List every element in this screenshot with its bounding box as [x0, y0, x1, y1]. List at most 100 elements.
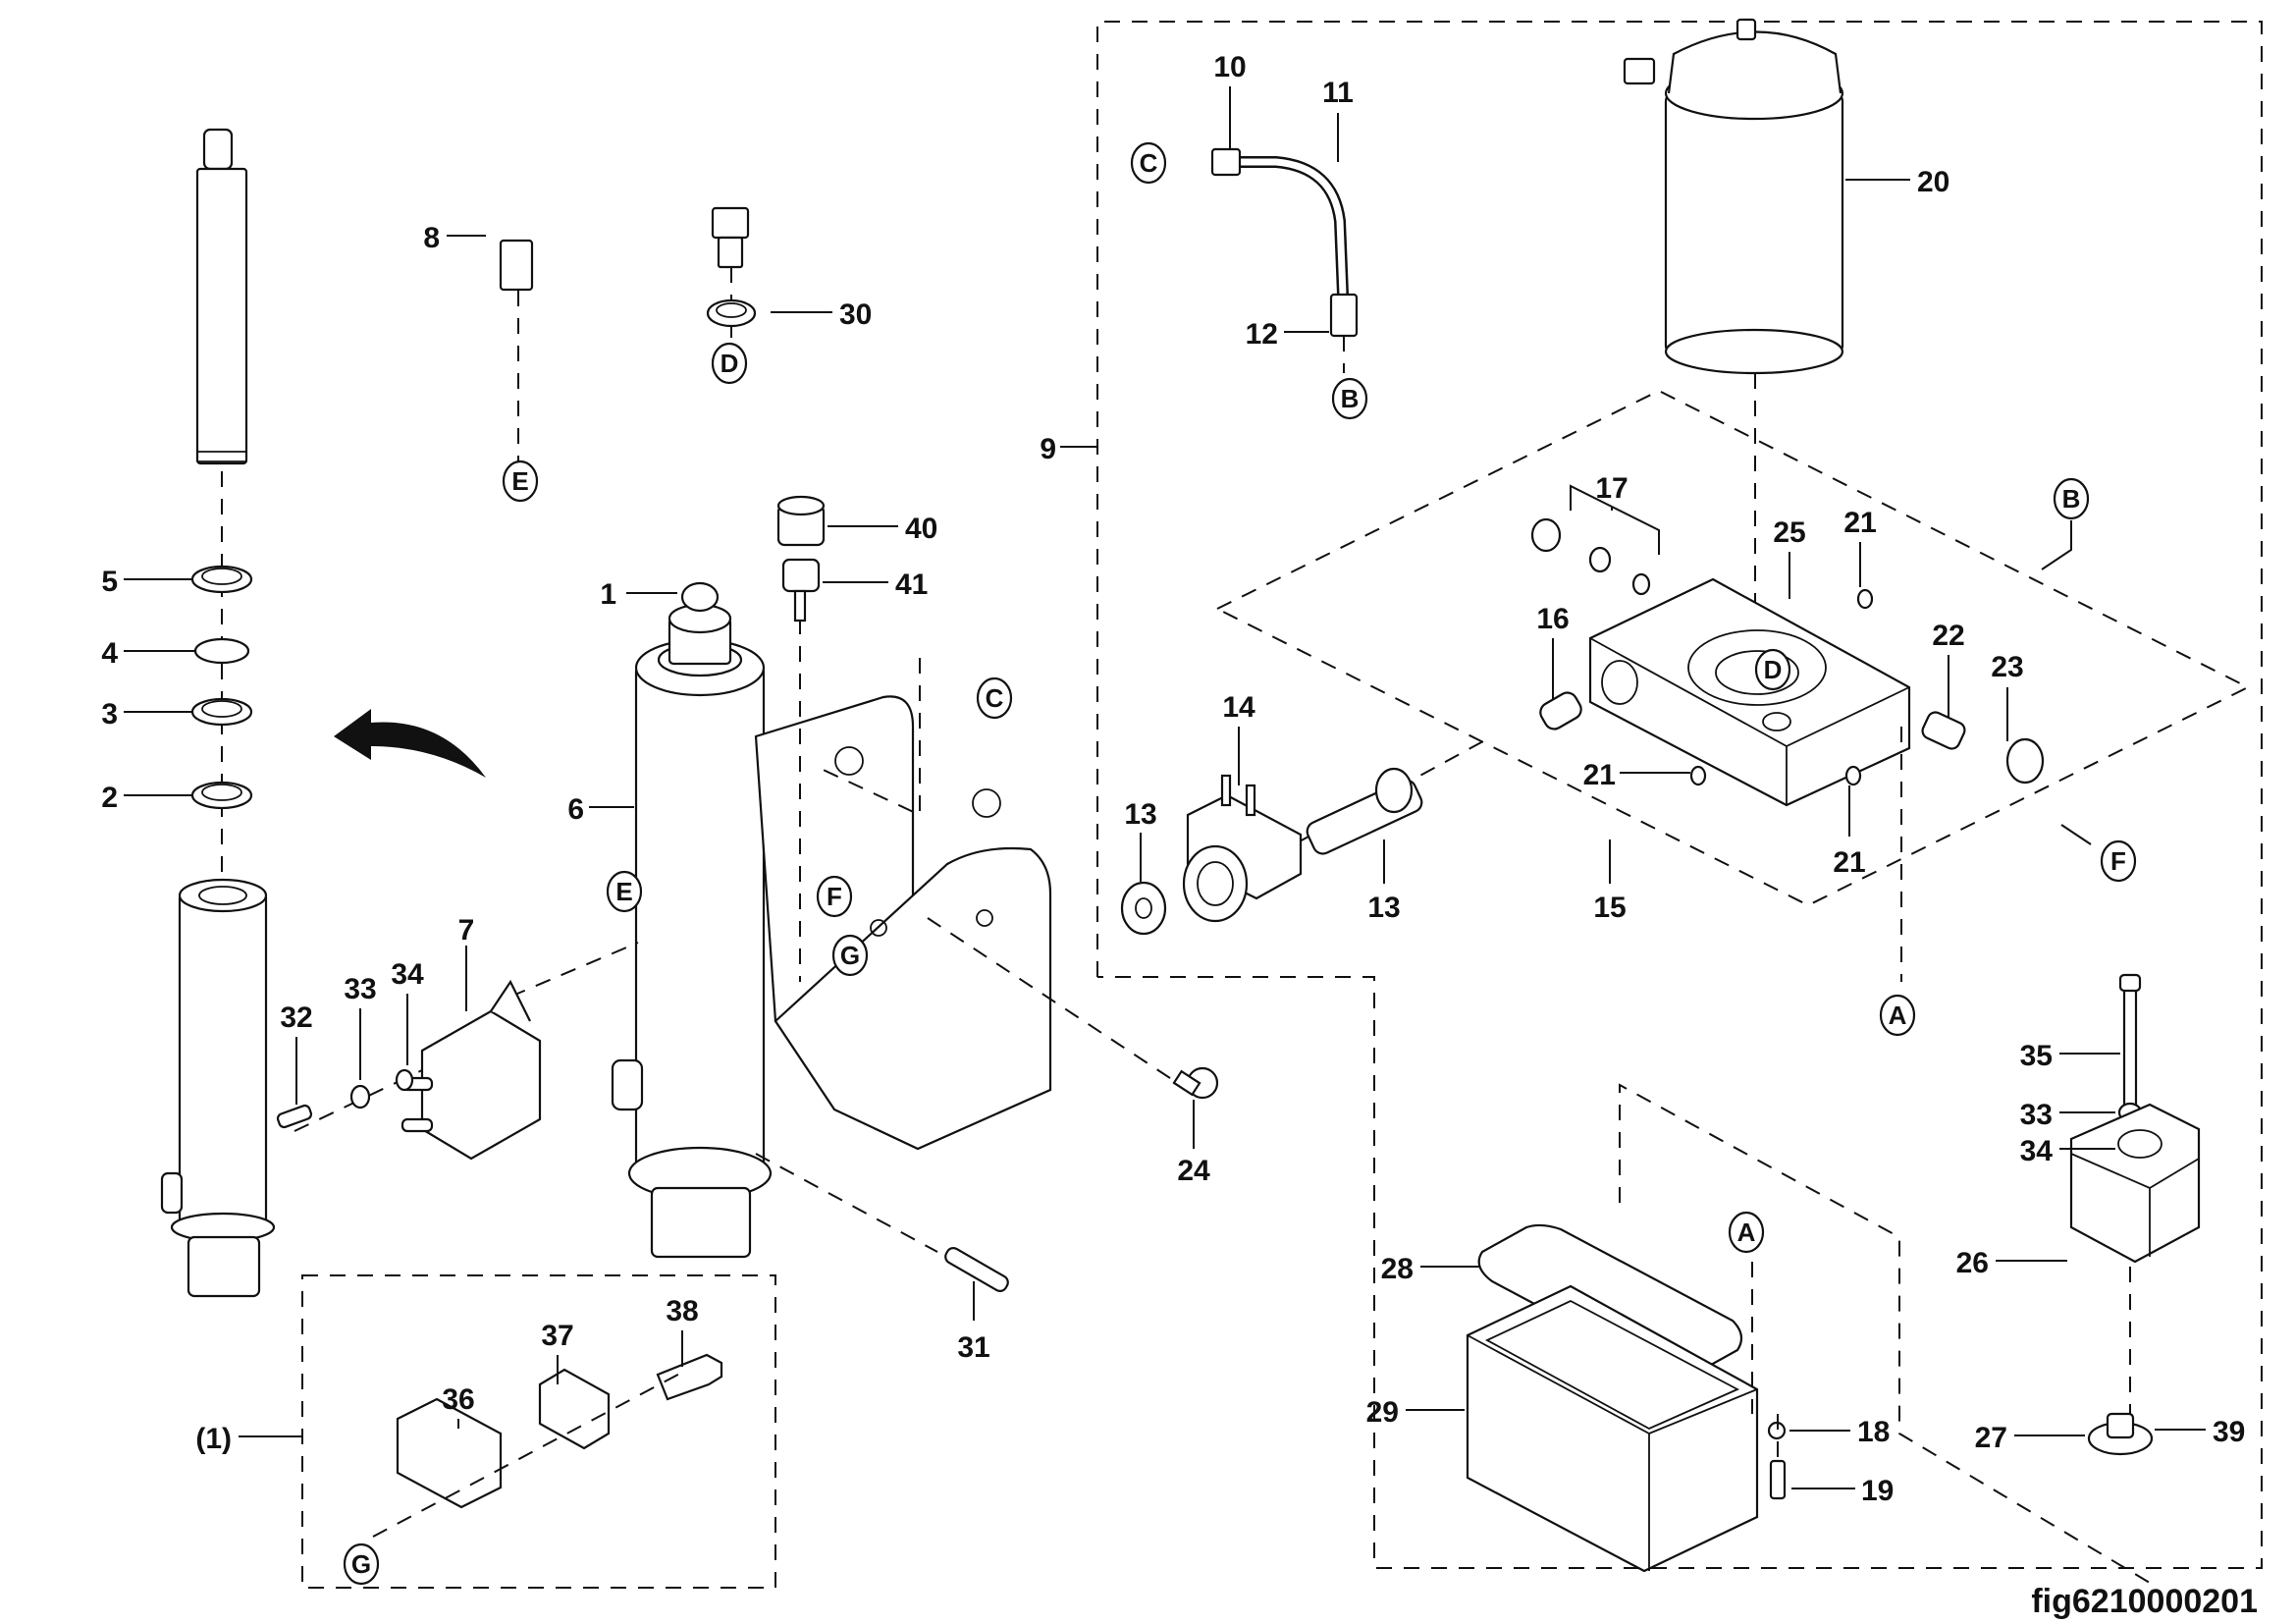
tank-29 [1466, 1284, 1759, 1573]
callout-label: 6 [567, 793, 584, 826]
screw-32 [276, 1104, 313, 1129]
callout-4: 4 [101, 637, 195, 670]
callout-label: 40 [905, 513, 937, 545]
ref-letter: C [1140, 148, 1158, 178]
ref-marker-d: D [1754, 648, 1791, 691]
callout-23: 23 [1991, 651, 2024, 741]
ref-marker-g: G [831, 934, 869, 977]
callout-3: 3 [101, 698, 192, 731]
washer-34 [395, 1068, 414, 1092]
callout-label: 15 [1593, 892, 1626, 924]
callout-33: 33 [2020, 1099, 2115, 1131]
callout-label: 38 [666, 1295, 698, 1327]
gasket-28 [1477, 1223, 1743, 1379]
ref-marker-c: C [976, 677, 1013, 720]
ref-letter: A [1737, 1218, 1756, 1247]
block-36 [396, 1397, 503, 1509]
callout-9: 9 [1040, 433, 1097, 465]
callout-label: 13 [1367, 892, 1400, 924]
callout-34: 34 [2020, 1135, 2115, 1167]
callout-7: 7 [458, 914, 474, 1011]
callout-39: 39 [2155, 1416, 2245, 1448]
ref-letter: A [1889, 1001, 1907, 1030]
callout-17: 17 [1595, 472, 1629, 511]
callout-32: 32 [280, 1001, 313, 1105]
ref-letter: B [2062, 484, 2081, 514]
callout-40: 40 [828, 513, 937, 545]
axis-line-group1 [372, 1369, 688, 1538]
callout-label: 20 [1917, 166, 1949, 198]
seal-30 [706, 298, 757, 328]
callout-label: 12 [1246, 318, 1278, 351]
callout-label: 33 [344, 973, 376, 1005]
pin-31 [944, 1247, 1009, 1292]
callout-13: 13 [1367, 839, 1401, 924]
ref-letter: F [2110, 846, 2126, 876]
ref-circle [1728, 1211, 1765, 1254]
callout-label: 5 [101, 566, 118, 598]
callout-label: 28 [1381, 1253, 1414, 1285]
callout-12: 12 [1246, 318, 1329, 351]
pin-41 [781, 558, 821, 623]
callout-29: 29 [1366, 1396, 1465, 1429]
group-1-boundary [301, 1274, 776, 1589]
callout-label: 21 [1583, 759, 1616, 791]
ref-marker-d: D [711, 342, 748, 385]
solenoid-14 [1182, 774, 1303, 923]
callout-label: 33 [2020, 1099, 2053, 1131]
callout-label: 41 [895, 568, 928, 601]
leader-f-block [2060, 824, 2092, 845]
callout-16: 16 [1536, 603, 1570, 699]
ref-circle [1331, 377, 1368, 420]
callout-group1group: (1) [195, 1423, 302, 1455]
ref-letter: E [615, 877, 632, 906]
seal-3 [190, 697, 253, 727]
nut-33 [349, 1084, 371, 1110]
callout-26: 26 [1956, 1247, 2067, 1279]
callout-label: 25 [1773, 516, 1805, 549]
screw-19 [1769, 1459, 1787, 1500]
screw-24 [1172, 1066, 1219, 1100]
ref-letter: E [511, 466, 528, 496]
ref-circle [1754, 648, 1791, 691]
ref-letter: G [351, 1549, 371, 1579]
callout-label: 23 [1991, 651, 2023, 683]
callout-label: 10 [1213, 51, 1246, 83]
callout-label: 19 [1861, 1475, 1894, 1507]
callout-25: 25 [1773, 516, 1806, 599]
piston-rod [195, 128, 248, 465]
plug-21b [1689, 765, 1707, 786]
ref-circle [816, 875, 853, 918]
ring-4 [193, 637, 250, 665]
leader-b-block [2041, 520, 2072, 570]
callout-30: 30 [771, 298, 872, 331]
callout-label: 2 [101, 782, 118, 814]
callout-21: 21 [1843, 507, 1877, 587]
axis-line-31 [755, 1153, 938, 1253]
ref-circle [2053, 477, 2090, 520]
callout-label: 24 [1177, 1155, 1210, 1187]
ref-circle [1130, 141, 1167, 185]
callout-36: 36 [442, 1383, 475, 1429]
callout-label: 30 [839, 298, 872, 331]
callout-label: 27 [1975, 1422, 2007, 1454]
ref-letter: F [827, 882, 842, 911]
figure-id: fig6210000201 [2031, 1583, 2258, 1620]
group-9-boundary [1096, 21, 2263, 1569]
ref-letter: D [1764, 655, 1783, 684]
callout-label: 37 [541, 1320, 573, 1352]
callout-5: 5 [101, 566, 192, 598]
bracket [754, 695, 1052, 1151]
callout-label: 31 [957, 1331, 989, 1364]
callout-34: 34 [391, 958, 424, 1065]
callout-label: (1) [195, 1423, 232, 1455]
callout-14: 14 [1222, 691, 1255, 785]
callout-label: 26 [1956, 1247, 1989, 1279]
callout-37: 37 [541, 1320, 574, 1384]
callout-1: 1 [600, 578, 677, 611]
switch-7 [400, 979, 542, 1161]
ref-circle [976, 677, 1013, 720]
check-valve-17 [1530, 484, 1660, 596]
callout-11: 11 [1322, 77, 1354, 162]
